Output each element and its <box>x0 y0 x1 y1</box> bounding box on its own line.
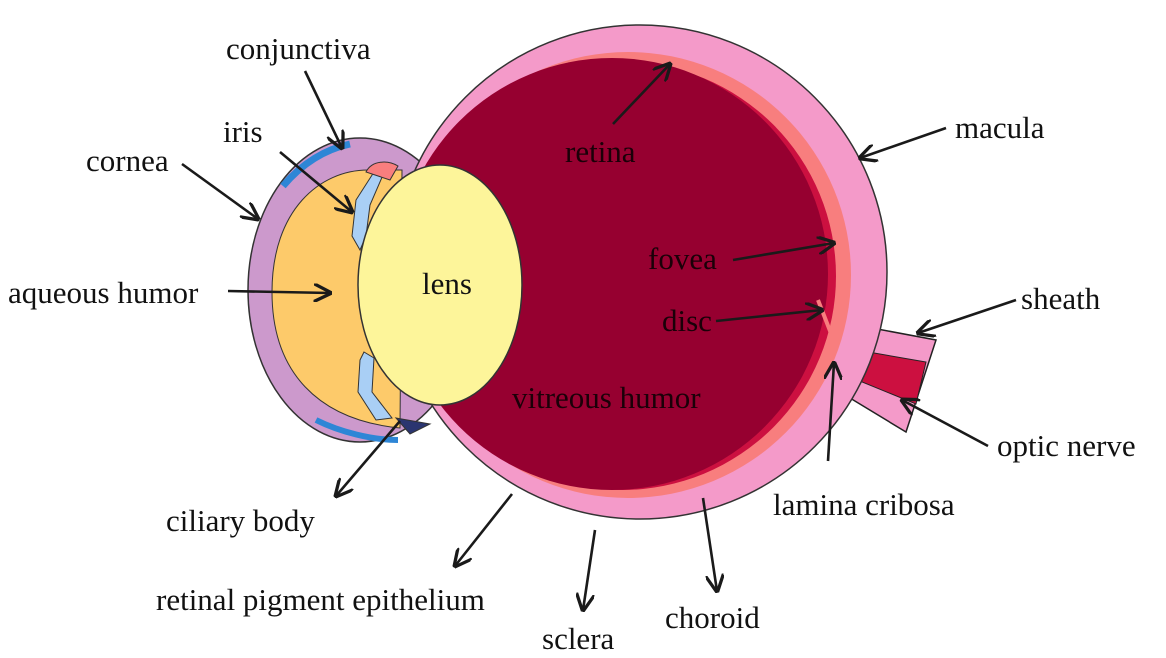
label-choroid: choroid <box>665 600 760 635</box>
label-sclera: sclera <box>542 621 615 656</box>
label-retinal-pigment-epithelium: retinal pigment epithelium <box>156 582 485 617</box>
arrow-sclera <box>583 530 595 610</box>
label-optic-nerve: optic nerve <box>997 428 1136 463</box>
label-aqueous-humor: aqueous humor <box>8 275 199 310</box>
label-iris: iris <box>223 114 263 149</box>
label-macula: macula <box>955 110 1045 145</box>
arrow-optic-nerve <box>902 400 988 446</box>
arrow-macula <box>860 128 946 158</box>
label-lamina-cribosa: lamina cribosa <box>773 487 955 522</box>
label-fovea: fovea <box>648 241 717 276</box>
label-vitreous-humor: vitreous humor <box>512 380 701 415</box>
arrow-sheath <box>918 300 1016 333</box>
arrow-cornea <box>182 164 258 219</box>
arrow-conjunctiva <box>305 71 342 148</box>
label-disc: disc <box>662 303 712 338</box>
label-sheath: sheath <box>1021 281 1101 316</box>
label-cornea: cornea <box>86 143 169 178</box>
label-lens: lens <box>422 266 472 301</box>
label-ciliary-body: ciliary body <box>166 503 315 538</box>
arrow-choroid <box>703 498 717 591</box>
label-conjunctiva: conjunctiva <box>226 31 371 66</box>
label-retina: retina <box>565 134 636 169</box>
arrow-retinal-pigment-epithelium <box>455 494 512 566</box>
